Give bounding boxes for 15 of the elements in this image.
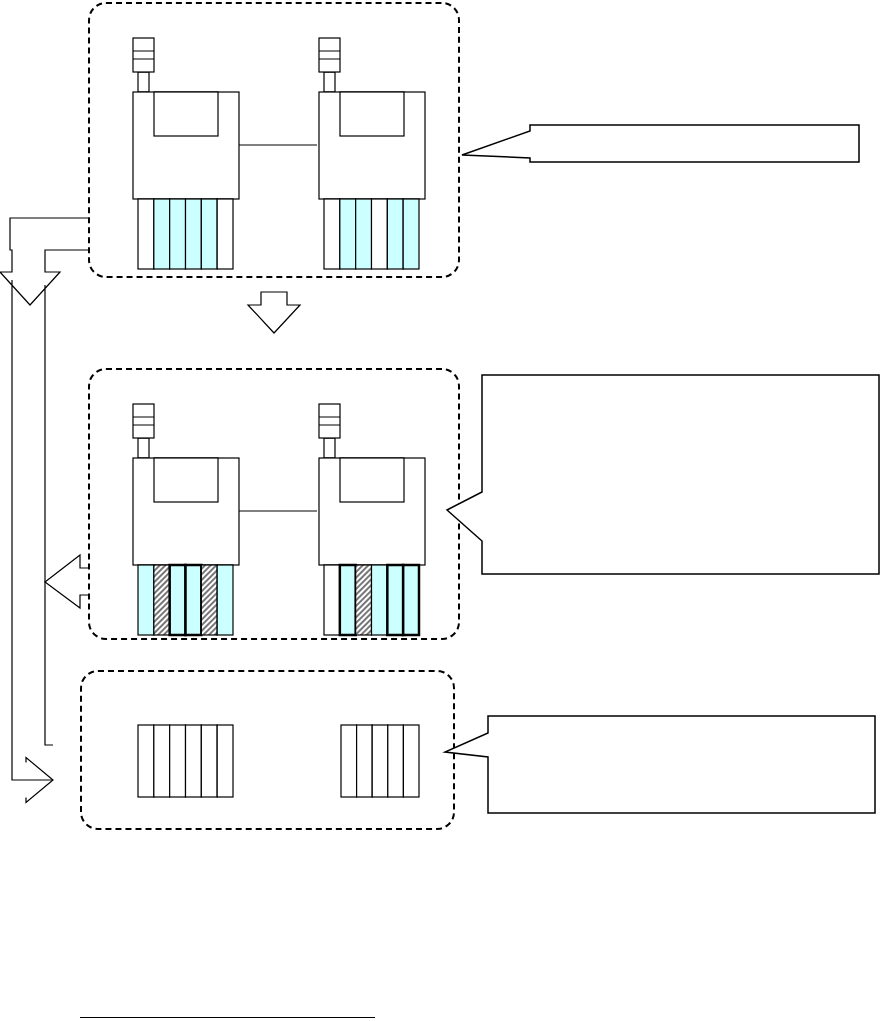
device-drawing [319,38,425,269]
callout-bubble [447,375,880,575]
device-drawing [133,38,239,269]
dashed-group-frame [80,670,455,830]
device-drawing [319,404,425,635]
module-rack-drawing [138,725,233,797]
module-rack-drawing [341,725,419,797]
dashed-group-frame [88,2,460,278]
callout-bubble [462,125,860,163]
dashed-group-frame [88,368,460,640]
callout-bubble [445,716,876,814]
block-arrow [0,217,89,804]
block-arrow [44,553,89,610]
device-drawing [133,404,239,635]
block-arrow [246,291,302,334]
